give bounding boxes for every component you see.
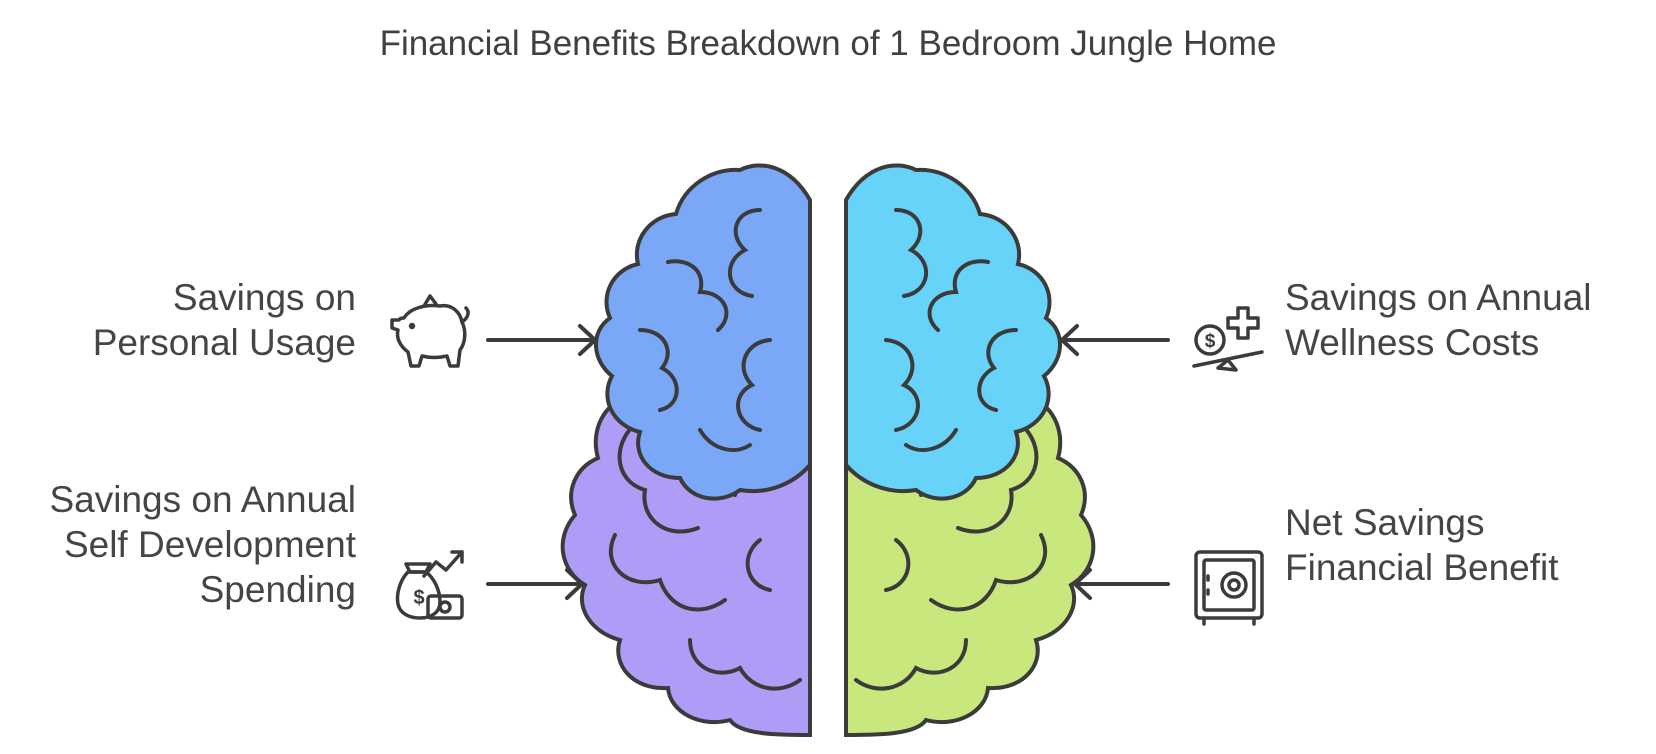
label-line: Net Savings (1285, 502, 1485, 543)
label-line: Personal Usage (92, 322, 356, 363)
left-upper-lobe (594, 163, 812, 501)
arrow-net-savings (1073, 568, 1170, 600)
label-personal-usage: Savings on Personal Usage (93, 275, 356, 365)
label-line: Financial Benefit (1285, 547, 1559, 588)
label-line: Savings on Annual (1285, 277, 1592, 318)
label-line: Wellness Costs (1285, 322, 1540, 363)
arrow-personal-usage (486, 324, 597, 356)
label-line: Spending (199, 569, 356, 610)
page-title: Financial Benefits Breakdown of 1 Bedroo… (379, 24, 1277, 63)
arrow-wellness-costs (1060, 324, 1170, 356)
arrow-self-development (486, 568, 584, 600)
safe-icon (1194, 550, 1264, 626)
right-upper-lobe (844, 163, 1062, 501)
health-cost-balance-icon: $ (1192, 306, 1264, 372)
svg-text:$: $ (1205, 331, 1216, 352)
piggy-bank-icon (390, 294, 470, 368)
label-self-development: Savings on Annual Self Development Spend… (49, 477, 356, 612)
svg-text:$: $ (413, 587, 424, 609)
label-line: Self Development (63, 524, 356, 565)
label-line: Savings on Annual (49, 479, 356, 520)
label-line: Savings on (172, 277, 356, 318)
label-net-savings: Net Savings Financial Benefit (1285, 500, 1559, 590)
money-growth-icon: $ (395, 550, 464, 620)
label-wellness-costs: Savings on Annual Wellness Costs (1285, 275, 1592, 365)
